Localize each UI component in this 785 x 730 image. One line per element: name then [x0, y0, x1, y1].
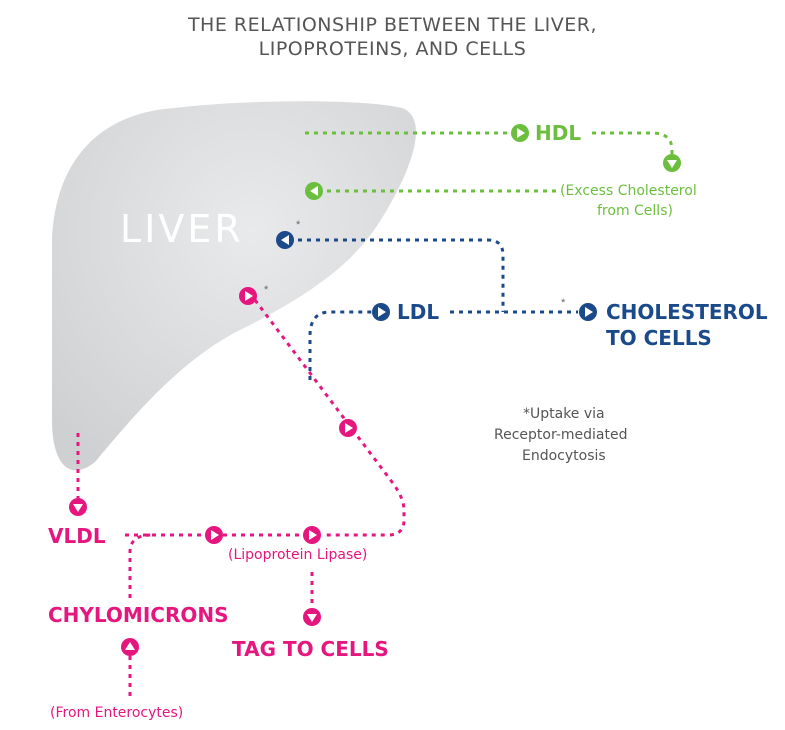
ldl-branch-path: [308, 310, 372, 380]
ldl-return-path: [298, 238, 505, 312]
footnote-line-3: Endocytosis: [522, 448, 606, 464]
vldl-mid-arrow-icon: [339, 419, 357, 437]
hdl-down-arrow-icon: [663, 154, 681, 172]
hdl-return-arrow-icon: [305, 182, 323, 200]
asterisk-vldl-uptake: *: [264, 284, 269, 296]
diagram-title-line-2: LIPOPROTEINS, AND CELLS: [258, 38, 527, 60]
liver-shape: [52, 101, 416, 471]
ldl-return-arrow-icon: [276, 231, 294, 249]
vldl-liver-arrow-icon: [239, 287, 257, 305]
vldl-liver-path: [253, 299, 406, 537]
vldl-label: VLDL: [48, 524, 106, 548]
hdl-path-right: [592, 131, 674, 158]
chylomicrons-label: CHYLOMICRONS: [48, 603, 229, 627]
lipoprotein-lipase-label: (Lipoprotein Lipase): [228, 547, 368, 563]
ldl-label: LDL: [397, 300, 440, 324]
footnote-line-2: Receptor-mediated: [494, 427, 628, 443]
tag-down-arrow-icon: [303, 608, 321, 626]
footnote-line-1: *Uptake via: [523, 406, 605, 422]
diagram-title-line-1: THE RELATIONSHIP BETWEEN THE LIVER,: [187, 14, 598, 36]
vldl-arrow-icon: [205, 526, 223, 544]
chylomicron-path: [128, 533, 153, 598]
cholesterol-to-cells-label-line-1: CHOLESTEROL: [606, 300, 768, 324]
chylomicron-up-arrow-icon: [121, 638, 139, 656]
excess-cholesterol-label-line-2: from Cells): [597, 203, 673, 219]
asterisk-ldl-uptake: *: [296, 219, 301, 231]
vldl-down-arrow-icon: [69, 498, 87, 516]
hdl-arrow-icon: [511, 124, 529, 142]
asterisk-cholesterol-uptake: *: [561, 297, 566, 309]
cholesterol-arrow-icon: [579, 303, 597, 321]
from-enterocytes-label: (From Enterocytes): [50, 705, 184, 721]
hdl-label: HDL: [535, 121, 582, 145]
ldl-arrow-icon: [372, 303, 390, 321]
cholesterol-to-cells-label-line-2: TO CELLS: [606, 326, 712, 350]
liver-label: LIVER: [120, 207, 244, 251]
tag-to-cells-label: TAG TO CELLS: [232, 637, 389, 661]
lipase-arrow-icon: [303, 526, 321, 544]
excess-cholesterol-label-line-1: (Excess Cholesterol: [560, 183, 697, 199]
